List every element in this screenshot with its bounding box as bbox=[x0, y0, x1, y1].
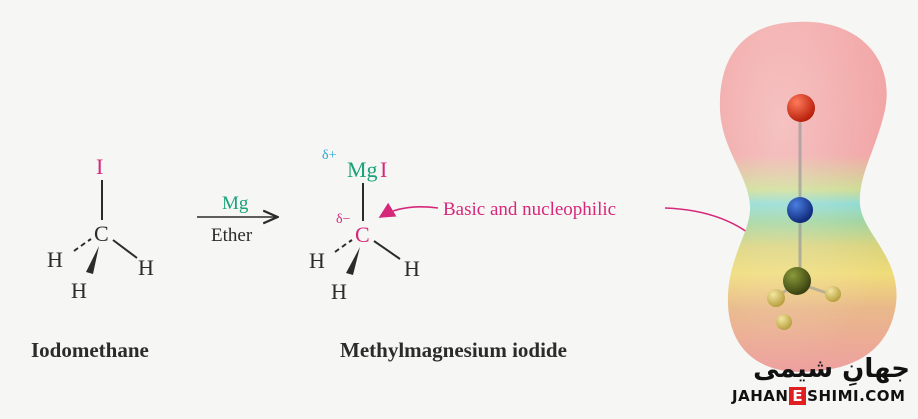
product-bond-right bbox=[373, 240, 401, 260]
annotation-arrow-left bbox=[378, 202, 439, 218]
delta-minus: δ− bbox=[336, 212, 351, 227]
wedge-bond bbox=[86, 246, 99, 274]
hydrogen-atom-sphere-3 bbox=[776, 314, 792, 330]
electrostatic-potential-map bbox=[719, 21, 897, 372]
watermark-latin-part2: SHIMI.COM bbox=[807, 387, 906, 405]
reactant-iodine: I bbox=[96, 154, 103, 179]
grignard-structure: δ+ Mg I δ− C H H H bbox=[309, 148, 420, 304]
product-hydrogen-left: H bbox=[309, 248, 325, 273]
product-hydrogen-bottom: H bbox=[331, 279, 347, 304]
iodomethane-structure: I C H H H bbox=[47, 154, 154, 303]
iodine-atom-sphere bbox=[787, 94, 815, 122]
reactant-hydrogen-bottom: H bbox=[71, 278, 87, 303]
reaction-arrow: Mg Ether bbox=[197, 193, 276, 246]
watermark-persian: جهانِ شیمی bbox=[753, 354, 910, 384]
product-dashed-bond-left bbox=[334, 239, 353, 253]
product-name: Methylmagnesium iodide bbox=[340, 338, 567, 362]
reactant-name: Iodomethane bbox=[31, 338, 149, 362]
surface-shine bbox=[719, 21, 897, 372]
product-hydrogen-right: H bbox=[404, 256, 420, 281]
arrow-reagent: Mg bbox=[222, 193, 249, 214]
product-iodine: I bbox=[380, 157, 387, 182]
hydrogen-atom-sphere-1 bbox=[767, 289, 785, 307]
product-mg: Mg bbox=[347, 157, 378, 182]
annotation-text: Basic and nucleophilic bbox=[443, 199, 616, 220]
product-wedge-bond bbox=[346, 247, 360, 275]
hydrogen-atom-sphere-2 bbox=[825, 286, 841, 302]
bond-right bbox=[112, 239, 138, 259]
magnesium-atom-sphere bbox=[787, 197, 813, 223]
watermark-latin-part1: JAHAN bbox=[732, 387, 789, 405]
watermark-latin-box: E bbox=[789, 387, 807, 405]
reactant-hydrogen-right: H bbox=[138, 255, 154, 280]
dashed-bond-left bbox=[73, 238, 92, 252]
carbon-atom-sphere bbox=[783, 267, 811, 295]
reactant-carbon: C bbox=[94, 221, 109, 246]
product-carbon: C bbox=[355, 222, 370, 247]
arrow-solvent: Ether bbox=[211, 225, 253, 246]
reactant-hydrogen-left: H bbox=[47, 247, 63, 272]
delta-plus: δ+ bbox=[322, 148, 337, 163]
